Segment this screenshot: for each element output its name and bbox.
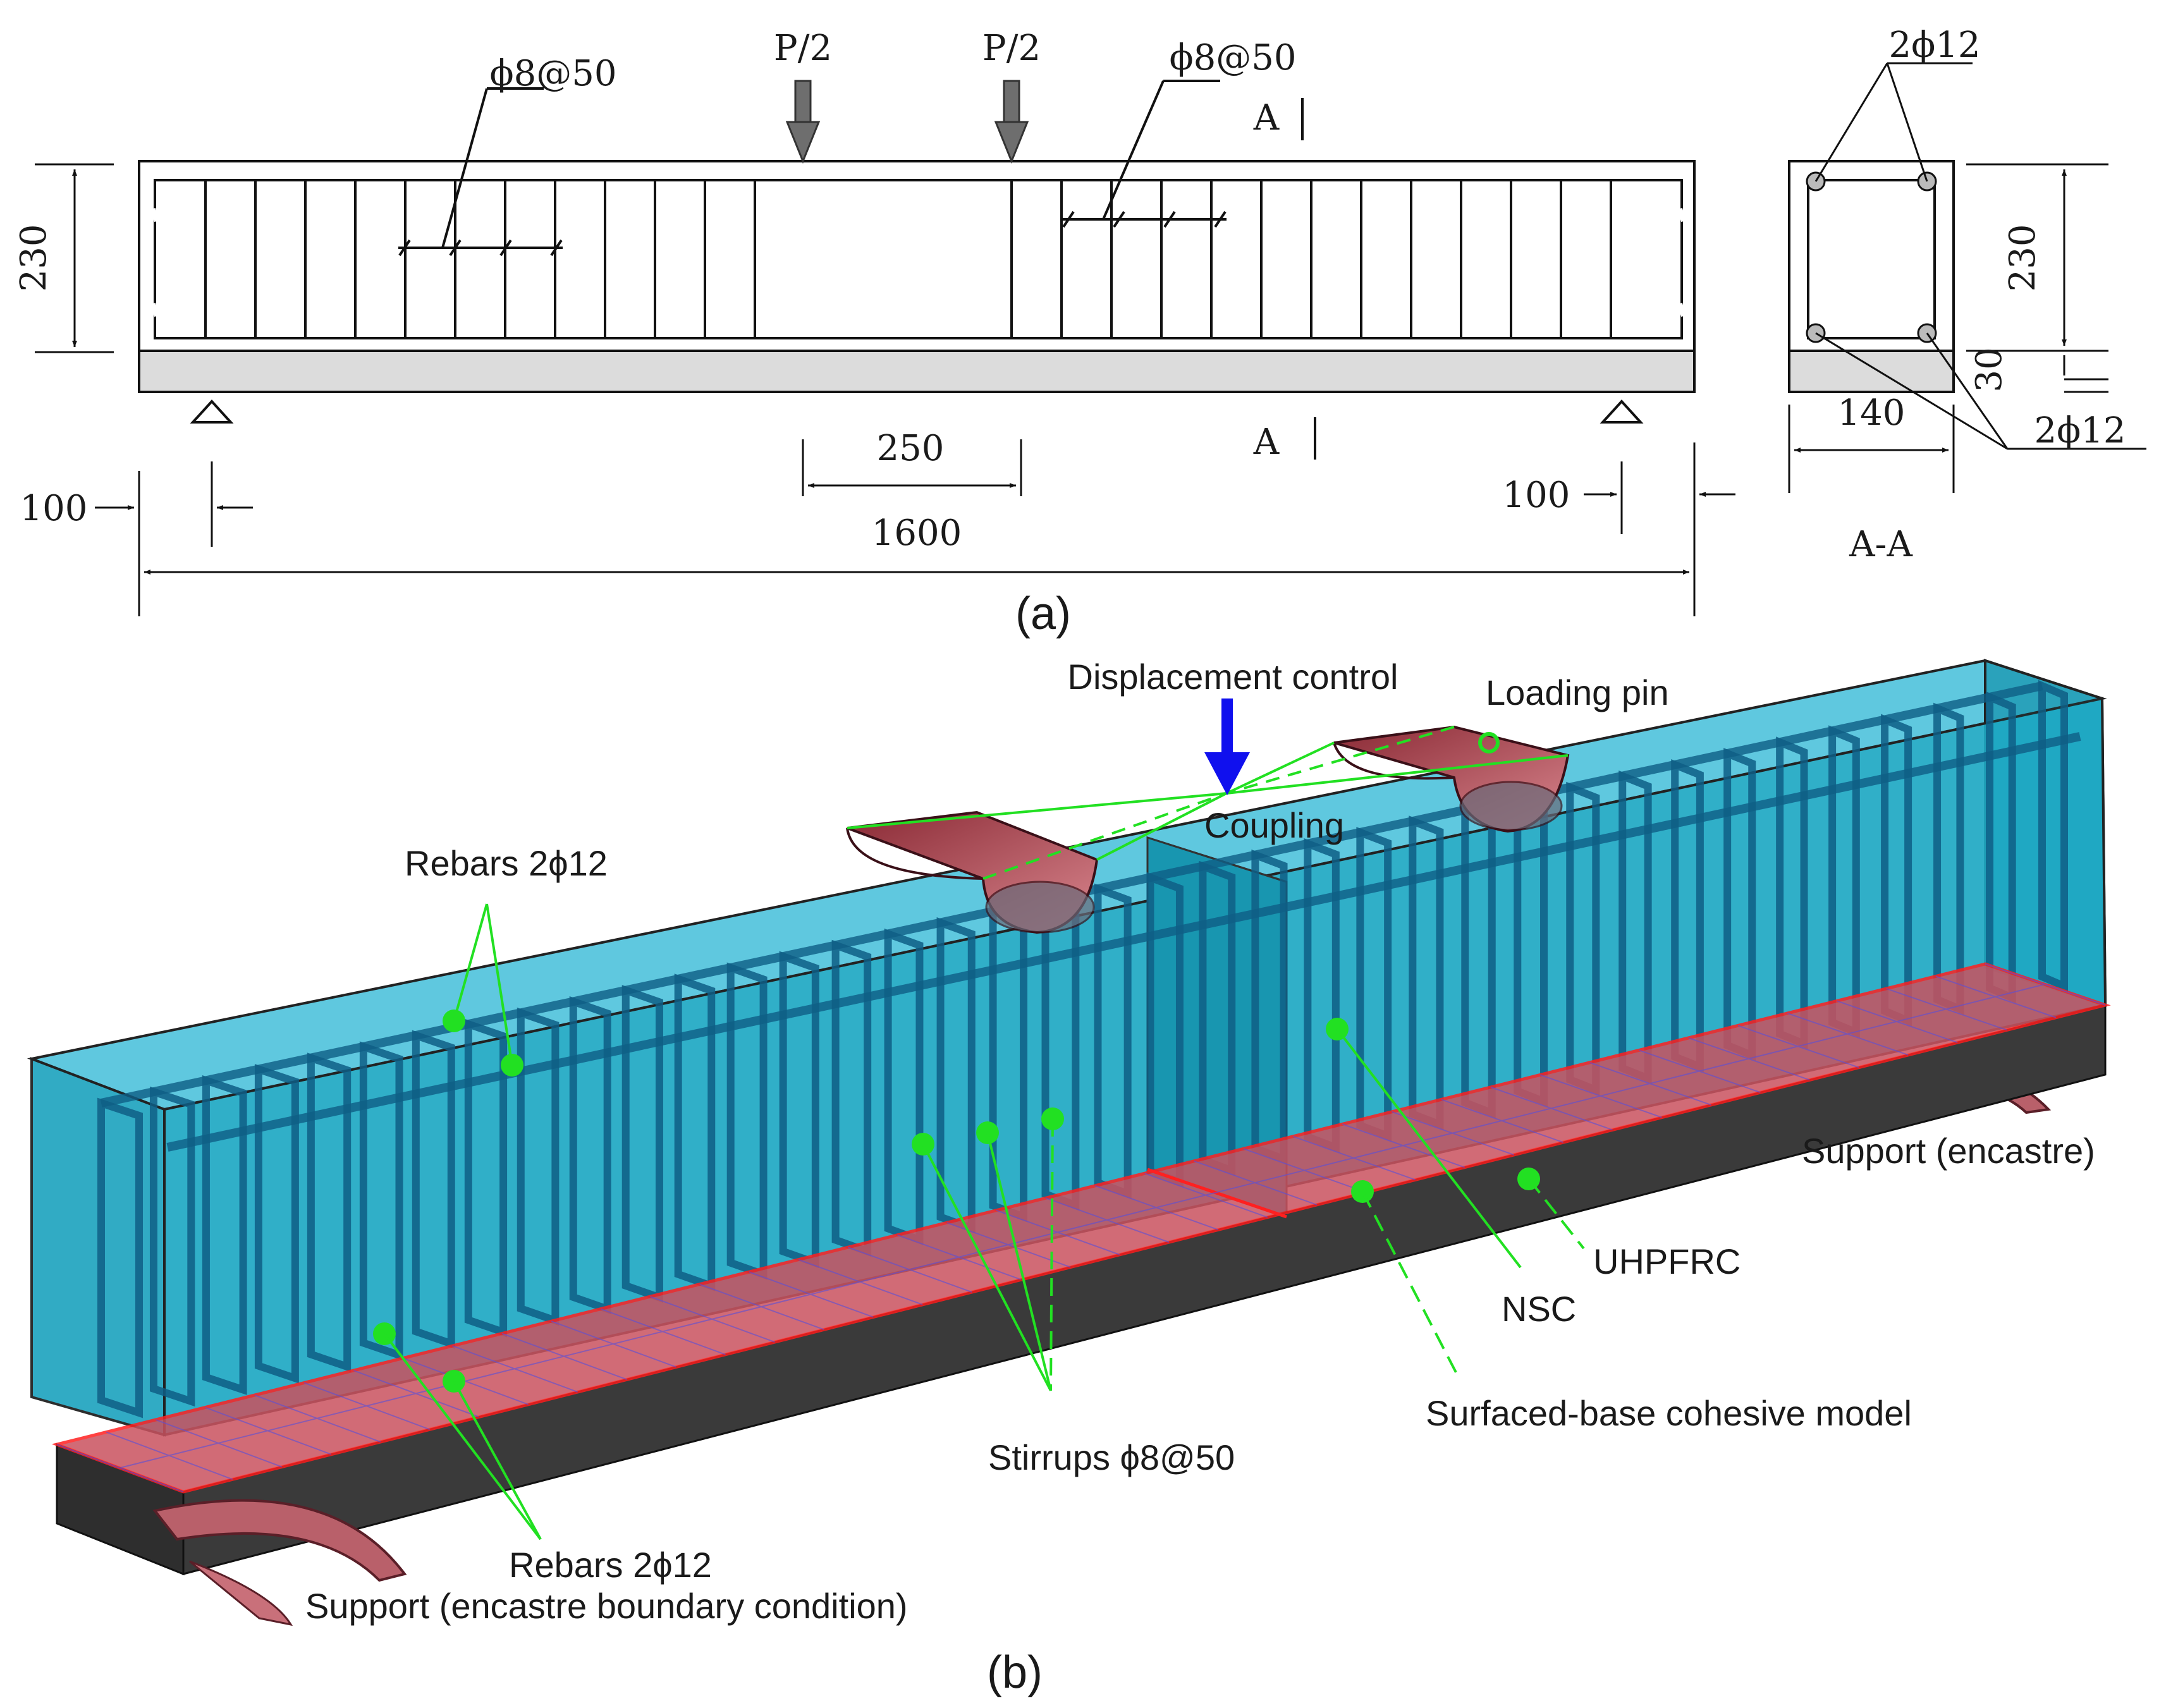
- panel-a-elevation: [35, 80, 1735, 616]
- stirrup-tick: [1163, 210, 1176, 228]
- label-cohesive-model: Surfaced-base cohesive model: [1426, 1393, 1912, 1433]
- stirrup-tick: [449, 239, 462, 257]
- total-length-label: 1600: [872, 513, 962, 554]
- section-bottom-rebar-label: 2ϕ12: [2034, 410, 2126, 451]
- loading-pin-right: [1333, 725, 1570, 833]
- displacement-arrow: [1204, 698, 1250, 795]
- stirrup-tick: [550, 239, 563, 257]
- section-width-label: 140: [1838, 393, 1906, 434]
- section-mark-top: A: [1253, 97, 1280, 138]
- right-offset-label: 100: [1503, 475, 1570, 516]
- mesh-line: [56, 1444, 184, 1492]
- label-rebars-bottom: Rebars 2ϕ12: [509, 1545, 712, 1585]
- stirrup-tick: [1062, 210, 1075, 228]
- label-displacement-control: Displacement control: [1068, 657, 1398, 697]
- stirrup-3d: [254, 1064, 299, 1384]
- stirrup-3d: [97, 1097, 143, 1418]
- stirrup-lines: [150, 180, 1686, 338]
- section-title: A-A: [1849, 524, 1912, 565]
- beam-bottom-layer: [138, 350, 1696, 393]
- load-label-left: P/2: [774, 28, 832, 69]
- stirrup-tick: [1214, 210, 1227, 228]
- label-loading-pin: Loading pin: [1486, 673, 1669, 712]
- left-offset-label: 100: [20, 488, 88, 529]
- coupling-lines: [847, 726, 1569, 880]
- rebar-gap: [150, 207, 159, 223]
- loading-pin-left: [846, 810, 1099, 934]
- label-nsc: NSC: [1502, 1289, 1576, 1329]
- stirrup-ticks: [398, 210, 1227, 257]
- stirrup-3d: [149, 1086, 195, 1407]
- height-label: 230: [13, 224, 54, 292]
- rebar-gap: [1677, 302, 1686, 317]
- stirrup-label-right: ϕ8@50: [1169, 37, 1296, 78]
- label-stirrups: Stirrups ϕ8@50: [988, 1437, 1235, 1477]
- support-left: [190, 400, 234, 424]
- section-mark-bottom: A: [1253, 422, 1280, 463]
- label-support-right: Support (encastre): [1802, 1131, 2095, 1171]
- stirrup-label-left: ϕ8@50: [489, 53, 616, 94]
- cross-section: [1788, 62, 2146, 493]
- stirrup-tick: [499, 239, 512, 257]
- load-label-right: P/2: [982, 28, 1041, 69]
- caption-a: (a): [1015, 589, 1071, 639]
- rebar-gap: [1677, 207, 1686, 223]
- mid-span-label: 250: [877, 428, 945, 469]
- stirrup-3d: [412, 1030, 455, 1349]
- label-rebars-top: Rebars 2ϕ12: [405, 843, 608, 883]
- stirrup-3d: [307, 1052, 352, 1372]
- rebar-cage: [154, 179, 1683, 339]
- stirrup-tick: [1113, 210, 1125, 228]
- panel-b-model: [27, 659, 2111, 1626]
- interface-line: [1147, 1168, 1287, 1219]
- interface-mesh: [56, 963, 2106, 1492]
- caption-b: (b): [987, 1647, 1043, 1698]
- support-right: [1600, 400, 1644, 424]
- marker-loading-pin: [1478, 732, 1500, 753]
- stirrup-3d: [202, 1075, 247, 1395]
- label-coupling: Coupling: [1204, 805, 1344, 845]
- rebar-gap: [150, 302, 159, 317]
- stirrup-leader-left: [441, 88, 488, 248]
- section-height-label: 230: [2002, 224, 2043, 292]
- load-arrow-right: [994, 80, 1029, 164]
- label-support-left: Support (encastre boundary condition): [305, 1586, 908, 1626]
- support-left-3d: [152, 1499, 407, 1582]
- load-arrow-left: [785, 80, 821, 164]
- mesh-line: [119, 984, 2046, 1468]
- label-uhpfrc: UHPFRC: [1593, 1241, 1741, 1281]
- stirrup-leader-right: [1102, 80, 1165, 220]
- top-rebar-2: [166, 732, 2081, 1152]
- section-cover-label: 30: [1969, 347, 2010, 392]
- label-leaders: [383, 903, 1585, 1540]
- section-top-rebar-label: 2ϕ12: [1888, 25, 1980, 66]
- stirrup-tick: [398, 239, 411, 257]
- stirrup-3d: [2038, 680, 2068, 992]
